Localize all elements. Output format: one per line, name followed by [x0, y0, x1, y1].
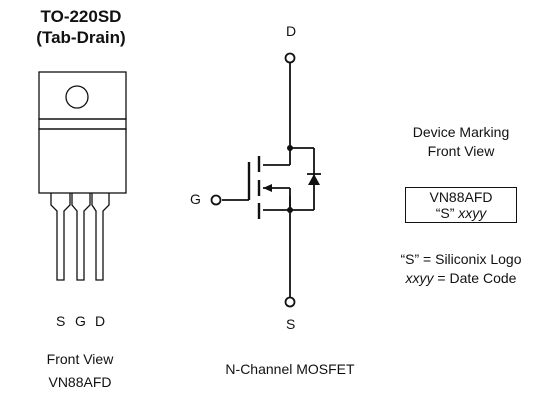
- lead-source: [50, 193, 71, 281]
- drain-terminal: [284, 52, 296, 64]
- marking-title: Device Marking: [412, 124, 510, 140]
- body-arrow: [263, 184, 272, 192]
- schematic-caption: N-Channel MOSFET: [225, 361, 355, 377]
- mounting-hole: [65, 85, 89, 109]
- package-body-band: [38, 118, 127, 130]
- package-part-label: VN88AFD: [48, 374, 112, 390]
- package-view-label: Front View: [46, 351, 114, 367]
- source-terminal: [284, 296, 296, 308]
- source-label: S: [286, 316, 296, 332]
- pin-label-d: D: [95, 313, 106, 329]
- diode-triangle: [308, 174, 320, 185]
- package-body: [38, 128, 127, 194]
- package-tab: [38, 71, 127, 120]
- gate-terminal: [210, 194, 222, 206]
- legend-logo: “S” = Siliconix Logo: [400, 251, 522, 267]
- gate-label: G: [190, 191, 201, 207]
- lead-gate: [71, 193, 91, 281]
- legend-date: xxyy = Date Code: [386, 270, 536, 286]
- marking-subtitle: Front View: [427, 143, 495, 159]
- lead-drain: [91, 193, 110, 281]
- marking-date-code: xxyy: [458, 205, 487, 221]
- junction-dot: [287, 207, 293, 213]
- marking-box-code: “S” xxyy: [406, 205, 516, 221]
- junction-dot: [287, 145, 293, 151]
- pin-label-s: S: [56, 313, 66, 329]
- package-title: TO-220SD: [40, 7, 122, 26]
- legend-date-text: = Date Code: [433, 270, 517, 286]
- drain-label: D: [286, 23, 297, 39]
- marking-logo-symbol: “S”: [435, 205, 459, 221]
- mosfet-symbol: [210, 52, 315, 308]
- marking-box-part: VN88AFD: [429, 189, 493, 205]
- to220-package: [38, 71, 127, 281]
- legend-date-code: xxyy: [405, 270, 434, 286]
- marking-box: VN88AFD “S” xxyy: [405, 187, 517, 223]
- pin-label-g: G: [75, 313, 86, 329]
- package-subtitle: (Tab-Drain): [36, 28, 126, 47]
